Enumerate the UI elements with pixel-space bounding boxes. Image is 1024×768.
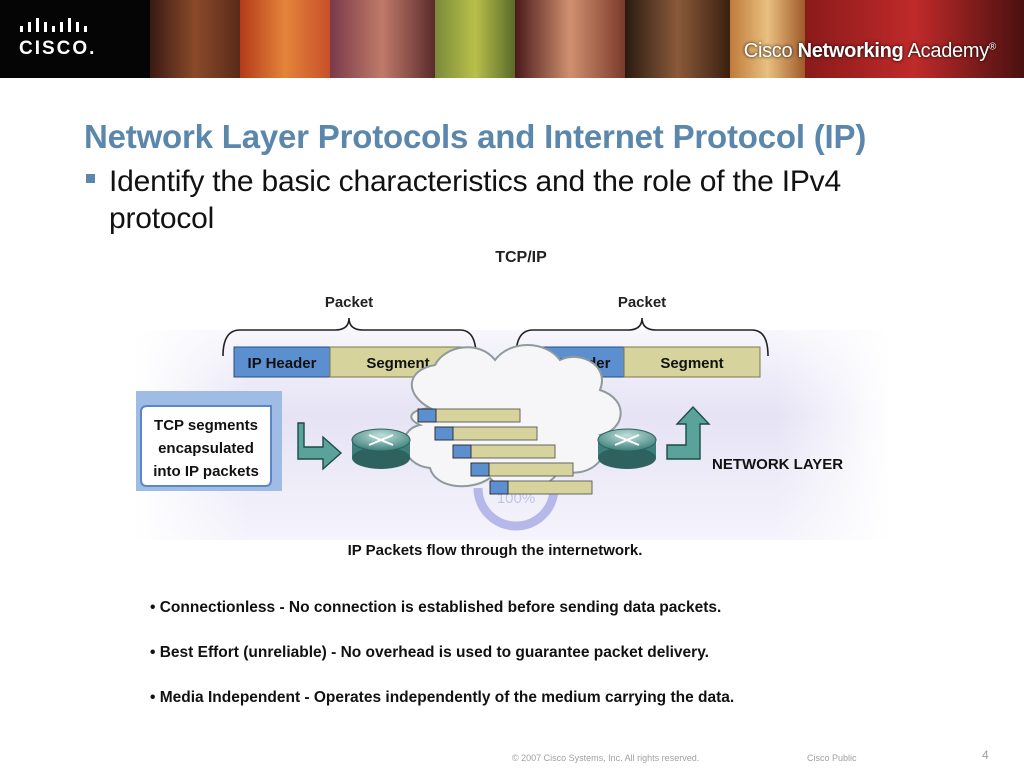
- network-layer-label: NETWORK LAYER: [712, 456, 843, 473]
- banner-photo-1: [150, 0, 240, 78]
- callout-line-2: encapsulated: [158, 440, 254, 457]
- ip-header-text-left: IP Header: [248, 355, 317, 372]
- slide-bullet: Identify the basic characteristics and t…: [109, 165, 841, 235]
- router-left-icon: [351, 428, 411, 469]
- diagram-caption: IP Packets flow through the internetwork…: [348, 542, 643, 559]
- banner-photo-6: [625, 0, 730, 78]
- packet-brace-right: [515, 317, 769, 357]
- feature-connectionless: • Connectionless - No connection is esta…: [150, 599, 722, 616]
- feature-media-independent: • Media Independent - Operates independe…: [150, 689, 735, 706]
- stack-header-2: [434, 426, 454, 441]
- ipv4-characteristics: • Connectionless - No connection is esta…: [150, 598, 910, 733]
- segment-box-right: [623, 346, 761, 378]
- packet-label-right: Packet: [618, 294, 666, 311]
- cisco-wordmark: CISCO.: [19, 38, 97, 59]
- cisco-logo: CISCO.: [0, 0, 150, 78]
- callout-line-3: into IP packets: [153, 463, 259, 480]
- router-right-icon: [597, 428, 657, 469]
- stack-header-4: [470, 462, 490, 477]
- segment-text-right: Segment: [660, 355, 723, 372]
- segment-text-left: Segment: [366, 355, 429, 372]
- stack-header-3: [452, 444, 472, 459]
- academy-suffix: Academy: [903, 40, 990, 62]
- callout-line-1: TCP segments: [154, 417, 258, 434]
- banner-photo-8: [805, 0, 1024, 78]
- page-number: 4: [982, 748, 989, 762]
- academy-prefix: Cisco: [743, 40, 798, 62]
- bullet-marker: [86, 174, 95, 183]
- academy-bold: Networking: [797, 40, 904, 62]
- encapsulate-arrow-icon: [297, 422, 343, 471]
- banner-photo-3: [330, 0, 435, 78]
- diagram-heading: TCP/IP: [495, 249, 547, 266]
- footer-classification: Cisco Public: [807, 753, 857, 763]
- slide-title: Network Layer Protocols and Internet Pro…: [84, 118, 867, 155]
- academy-brand: Cisco Networking Academy®: [743, 40, 997, 63]
- packet-stack: [417, 408, 593, 495]
- banner-photo-5: [515, 0, 625, 78]
- banner-photo-4: [435, 0, 515, 78]
- packet-brace-left: [222, 317, 477, 357]
- callout-box: [140, 405, 272, 487]
- stack-header-5: [489, 480, 509, 495]
- cisco-bars-icon: [20, 18, 87, 32]
- feature-best-effort: • Best Effort (unreliable) - No overhead…: [150, 644, 709, 661]
- academy-trademark: ®: [988, 41, 996, 53]
- stack-header-1: [417, 408, 437, 423]
- banner-photo-7: [730, 0, 805, 78]
- decapsulate-arrow-icon: [666, 405, 711, 460]
- ip-header-box-left: [233, 346, 331, 378]
- header-banner: CISCO. Cisco Networking Academy®: [0, 0, 1024, 78]
- packet-label-left: Packet: [325, 294, 373, 311]
- footer-copyright: © 2007 Cisco Systems, Inc. All rights re…: [512, 753, 700, 763]
- banner-photo-2: [240, 0, 330, 78]
- watermark-ring: [473, 487, 559, 531]
